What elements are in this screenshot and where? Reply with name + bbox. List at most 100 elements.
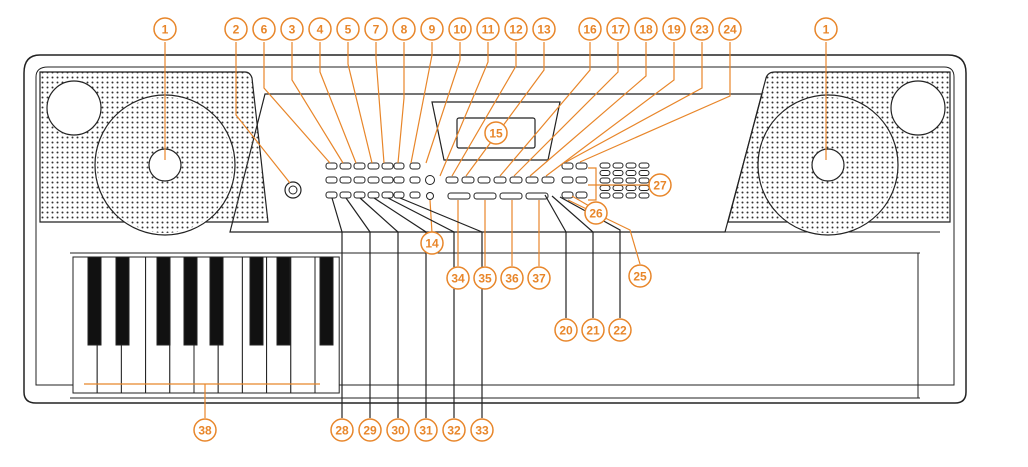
callout-marker: 16 — [578, 17, 602, 41]
callout-marker: 7 — [364, 17, 388, 41]
callout-marker: 34 — [446, 266, 470, 290]
numpad-button-8 — [638, 170, 650, 176]
callout-marker: 35 — [473, 266, 497, 290]
callout-number: 34 — [451, 272, 465, 286]
panel-button-wide-29 — [447, 192, 471, 200]
callout-number: 19 — [667, 23, 681, 37]
panel-button-9 — [339, 176, 352, 184]
panel-button-38 — [575, 191, 588, 199]
panel-button-1 — [325, 162, 338, 170]
numpad-button-6 — [612, 170, 624, 176]
callout-marker: 14 — [420, 231, 444, 255]
callout-circle — [473, 266, 497, 290]
panel-button-11 — [367, 176, 380, 184]
callout-circle — [608, 318, 632, 342]
leader-line — [425, 42, 461, 164]
callout-number: 20 — [559, 324, 573, 338]
body-inner-outline — [35, 66, 955, 386]
callout-circle — [662, 17, 686, 41]
numpad-button-13 — [599, 185, 611, 191]
callout-circle — [420, 231, 444, 255]
callout-marker: 19 — [662, 17, 686, 41]
callout-circle — [442, 418, 466, 442]
callout-circle — [634, 17, 658, 41]
callout-number: 14 — [425, 237, 439, 251]
leader-line — [373, 197, 427, 418]
callout-number: 24 — [723, 23, 737, 37]
callout-marker: 37 — [527, 266, 551, 290]
panel-button-23 — [461, 176, 475, 184]
callout-marker: 1 — [814, 17, 838, 41]
callout-marker: 13 — [532, 17, 556, 41]
panel-button-10 — [353, 176, 366, 184]
callout-marker: 12 — [504, 17, 528, 41]
callout-number: 12 — [509, 23, 523, 37]
speaker-right-tweeter — [890, 80, 946, 136]
callout-number: 23 — [695, 23, 709, 37]
callout-marker: 4 — [308, 17, 332, 41]
callout-circle — [690, 17, 714, 41]
callout-circle — [420, 17, 444, 41]
callout-number: 31 — [419, 424, 433, 438]
callout-marker: 32 — [442, 418, 466, 442]
panel-button-21 — [409, 191, 421, 199]
callout-leaders — [84, 42, 827, 418]
callout-circle — [500, 266, 524, 290]
panel-button-33 — [561, 162, 574, 170]
center-small-button — [426, 192, 434, 200]
callout-circle — [484, 121, 508, 145]
callout-marker: 2 — [224, 17, 248, 41]
callout-circle — [554, 318, 578, 342]
leader-line — [291, 42, 344, 164]
callout-marker: 36 — [500, 266, 524, 290]
callout-marker: 33 — [470, 418, 494, 442]
center-knob-button — [425, 175, 435, 185]
callout-circle — [153, 17, 177, 41]
callout-circle — [280, 17, 304, 41]
black-key — [115, 256, 130, 346]
power-knob — [284, 181, 302, 199]
callout-number: 8 — [401, 23, 408, 37]
numpad-button-20 — [638, 192, 650, 199]
callout-number: 22 — [613, 324, 627, 338]
numpad-button-10 — [612, 177, 624, 184]
callout-marker: 18 — [634, 17, 658, 41]
callout-number: 1 — [823, 23, 830, 37]
leader-line — [499, 42, 591, 177]
callout-number: 6 — [261, 23, 268, 37]
callout-circle — [606, 17, 630, 41]
numpad-button-16 — [638, 185, 650, 191]
callout-number: 1 — [162, 23, 169, 37]
panel-button-28 — [541, 176, 555, 184]
panel-button-16 — [339, 191, 352, 199]
callout-marker: 28 — [330, 418, 354, 442]
leader-line — [375, 42, 385, 164]
leader-line — [387, 197, 455, 418]
leader-line — [465, 42, 545, 177]
panel-button-34 — [561, 176, 574, 184]
panel-button-wide-32 — [525, 192, 549, 200]
leader-line — [319, 42, 357, 164]
piano-keys — [72, 256, 340, 394]
leader-line — [399, 197, 483, 418]
numpad-button-9 — [599, 177, 611, 184]
callout-number: 9 — [429, 23, 436, 37]
callout-number: 27 — [653, 179, 667, 193]
callout-number: 32 — [447, 424, 461, 438]
black-key — [276, 256, 291, 346]
black-key — [183, 256, 198, 346]
leader-line — [429, 199, 433, 234]
callout-number: 35 — [478, 272, 492, 286]
callout-number: 26 — [589, 207, 603, 221]
callout-marker: 8 — [392, 17, 416, 41]
callout-marker: 25 — [628, 264, 652, 288]
leader-line — [439, 42, 489, 177]
leader-line — [565, 42, 703, 163]
callout-marker: 10 — [448, 17, 472, 41]
panel-button-17 — [353, 191, 366, 199]
black-key — [156, 256, 171, 346]
callout-circle — [578, 17, 602, 41]
callout-marker: 20 — [554, 318, 578, 342]
callout-circle — [364, 17, 388, 41]
callout-circle — [358, 418, 382, 442]
